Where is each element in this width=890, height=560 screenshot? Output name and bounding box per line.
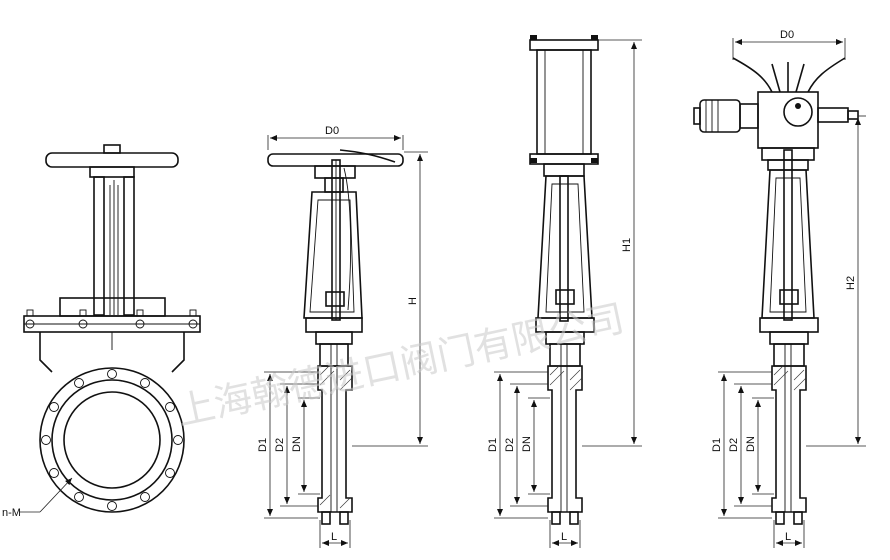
label-dn-c: DN <box>745 436 757 452</box>
label-l-a: L <box>331 531 337 543</box>
label-d1-a: D1 <box>257 438 269 452</box>
side-view-handwheel: D0 D1 D2 <box>257 125 428 548</box>
watermark-text: 上海翰德进口阀门有限公司 <box>173 296 628 434</box>
label-d2-c: D2 <box>728 438 740 452</box>
label-d0-b: D0 <box>780 29 794 41</box>
label-d2-a: D2 <box>274 438 286 452</box>
label-d2-b: D2 <box>504 438 516 452</box>
side-view-pneumatic: H1 D1 D2 DN L <box>487 35 642 548</box>
label-h1: H1 <box>621 238 633 252</box>
side-view-electric: D0 <box>693 29 866 548</box>
label-d0-a: D0 <box>325 125 339 137</box>
label-l-b: L <box>561 531 567 543</box>
front-view-handwheel: n-M <box>2 144 201 519</box>
label-h: H <box>407 297 419 305</box>
label-dn-a: DN <box>291 436 303 452</box>
label-h2: H2 <box>845 276 857 290</box>
label-d1-c: D1 <box>711 438 723 452</box>
label-n-m: n-M <box>2 507 21 519</box>
bolt-holes <box>41 369 183 511</box>
label-d1-b: D1 <box>487 438 499 452</box>
label-l-c: L <box>785 531 791 543</box>
label-dn-b: DN <box>521 436 533 452</box>
